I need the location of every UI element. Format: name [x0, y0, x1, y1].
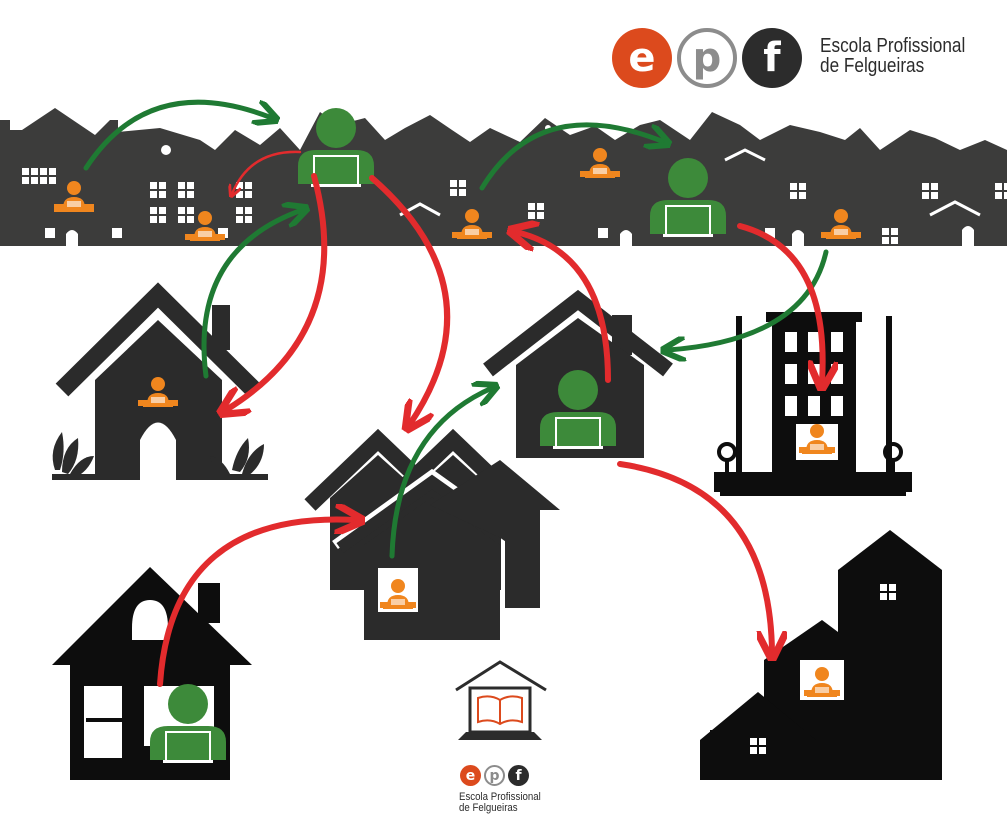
logo-f-circle: f: [508, 765, 529, 786]
brand-name-line2: de Felgueiras: [820, 55, 925, 77]
logo-f-circle: f: [742, 28, 802, 88]
bottom-brand-name: Escola Profissional de Felgueiras: [459, 792, 541, 814]
connection-arrow-icon: [83, 99, 826, 687]
house-icon: [700, 530, 942, 780]
bottom-brand-name-line1: Escola Profissional: [459, 791, 541, 803]
logo-e-circle: e: [460, 765, 481, 786]
logo-e-circle: e: [612, 28, 672, 88]
skyline-icon: [0, 108, 1007, 246]
bottom-brand-logo: e p f: [460, 765, 540, 787]
laptop-house-book-icon: [455, 660, 547, 740]
remote-worker-icon: [54, 148, 861, 241]
brand-logo: e p f Escola Profissional de Felgueiras: [612, 28, 992, 92]
logo-p-circle: p: [677, 28, 737, 88]
logo-p-circle: p: [484, 765, 505, 786]
house-icon: [52, 567, 252, 780]
house-icon: [304, 428, 560, 640]
house-icon: [52, 282, 268, 480]
brand-name-line1: Escola Profissional: [820, 35, 966, 57]
bottom-brand-name-line2: de Felgueiras: [459, 802, 518, 814]
house-icon: [483, 289, 673, 458]
brand-name: Escola Profissional de Felgueiras: [820, 36, 965, 76]
building-icon: [714, 312, 912, 496]
